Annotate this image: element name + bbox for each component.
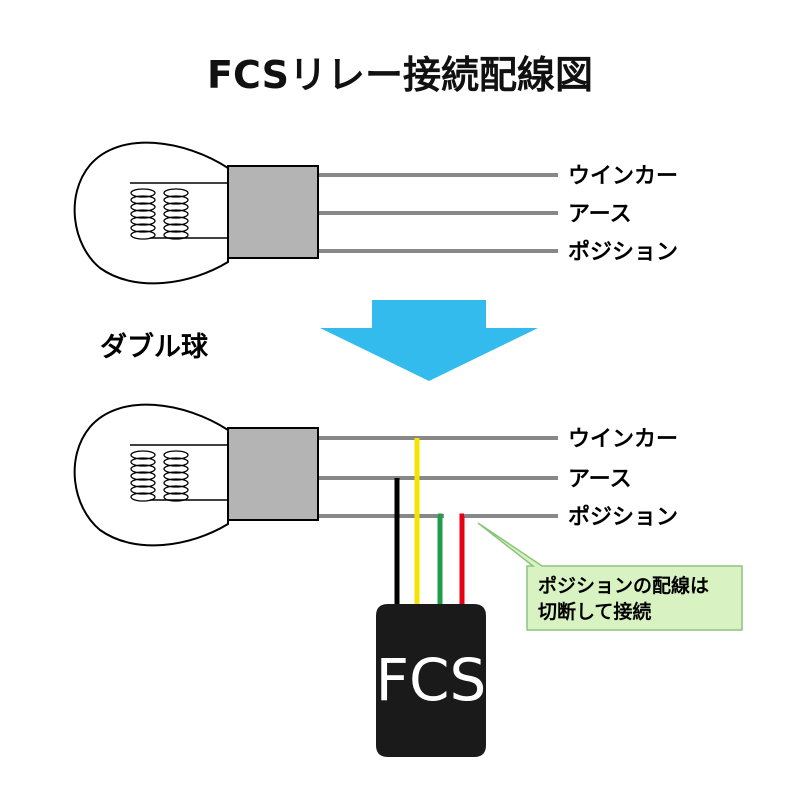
- top-wires: [318, 173, 558, 253]
- fcs-leads: [394, 438, 465, 608]
- bottom-bulb-socket: [227, 427, 319, 521]
- fcs-box-label: FCS: [376, 646, 487, 714]
- bottom-label-winker: ウインカー: [568, 427, 678, 452]
- top-label-position: ポジション: [568, 239, 678, 265]
- callout-line-1: ポジションの配線は: [538, 574, 709, 597]
- top-label-ground: アース: [568, 202, 632, 227]
- bottom-label-position: ポジション: [568, 504, 678, 530]
- top-label-winker: ウインカー: [568, 164, 678, 189]
- bottom-bulb-assembly: FCS ウインカー アース ポジション: [73, 403, 678, 757]
- bottom-filament-right: [163, 450, 189, 502]
- fcs-lead-red: [459, 513, 465, 608]
- callout-bubble: [477, 522, 743, 631]
- bottom-label-ground: アース: [568, 467, 632, 492]
- fcs-relay-box: [376, 604, 486, 757]
- diagram-title: FCSリレー接続配線図: [207, 53, 593, 97]
- fcs-lead-green: [437, 513, 443, 608]
- cut-position-callout: ポジションの配線は 切断して接続: [477, 522, 743, 631]
- top-bulb-glass: [73, 141, 229, 285]
- callout-line-2: 切断して接続: [538, 600, 651, 623]
- down-arrow-icon: [320, 300, 538, 381]
- bottom-filament-left: [130, 450, 156, 502]
- top-bulb-assembly: ウインカー アース ポジション: [73, 141, 678, 285]
- top-filament-right: [163, 188, 189, 240]
- top-filament-left: [130, 188, 156, 240]
- bottom-bulb-glass: [73, 403, 229, 547]
- bulb-type-label: ダブル球: [100, 331, 209, 363]
- top-bulb-socket: [227, 165, 319, 259]
- bottom-wires: [318, 436, 558, 518]
